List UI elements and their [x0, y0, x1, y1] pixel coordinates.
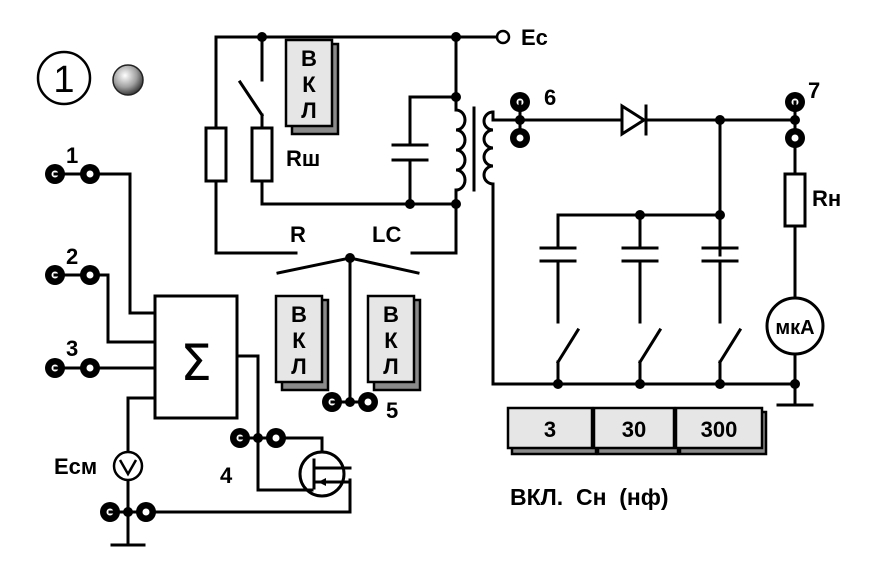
junction-nodes-output: [553, 115, 800, 389]
terminal-3-label: 3: [66, 336, 78, 361]
terminal-1-jack[interactable]: [45, 164, 100, 184]
capacitor-caption: ВКЛ. Cн (нф): [510, 484, 669, 510]
svg-text:Л: Л: [383, 354, 398, 379]
lc-enable-button[interactable]: В К Л: [366, 294, 422, 392]
capacitor-3nf: [539, 246, 577, 263]
inductor-secondary: [482, 110, 495, 186]
svg-text:К: К: [292, 328, 306, 353]
indicator-lamp-icon: [112, 64, 144, 96]
resistor-rsh: [250, 126, 274, 183]
svg-text:Σ: Σ: [180, 334, 212, 392]
svg-text:В: В: [383, 302, 399, 327]
terminal-5-label: 5: [386, 398, 398, 423]
svg-text:К: К: [384, 328, 398, 353]
svg-text:К: К: [302, 72, 316, 97]
cap-button-300[interactable]: 300: [674, 406, 768, 456]
rsh-label: Rш: [286, 146, 320, 171]
terminal-3-jack[interactable]: [45, 358, 100, 378]
terminal-6-label: 6: [544, 85, 556, 110]
resistor-rn: [783, 172, 807, 228]
capacitor-30nf: [621, 246, 659, 263]
capacitor-tank: [391, 143, 429, 162]
svg-text:300: 300: [701, 417, 738, 442]
svg-text:В: В: [291, 302, 307, 327]
cap-button-30[interactable]: 30: [592, 406, 680, 456]
r-label: R: [290, 222, 306, 247]
terminal-2-jack[interactable]: [45, 265, 100, 285]
rn-label: Rн: [812, 186, 841, 211]
cap-switch-blades: [555, 327, 743, 365]
resistor-r: [204, 126, 228, 183]
svg-text:30: 30: [622, 417, 646, 442]
shunt-switch-blade: [237, 79, 265, 118]
ground-terminal-jack[interactable]: [100, 502, 156, 522]
fet-transistor-icon: [298, 450, 352, 498]
terminal-4-label: 4: [220, 463, 233, 488]
terminal-4-jack[interactable]: [230, 428, 286, 448]
input-wires: [92, 172, 352, 547]
supply-label: Ec: [521, 25, 548, 50]
svg-text:мкА: мкА: [775, 317, 814, 339]
terminal-2-label: 2: [66, 244, 78, 269]
terminal-6-jack[interactable]: [510, 92, 530, 148]
shunt-enable-button[interactable]: В К Л: [284, 38, 340, 136]
cap-button-3[interactable]: 3: [506, 406, 598, 456]
terminal-7-label: 7: [808, 78, 820, 103]
svg-text:Л: Л: [301, 98, 316, 123]
indicator-number-circle: 1: [36, 50, 92, 106]
svg-text:3: 3: [544, 417, 556, 442]
summer-block: Σ: [153, 294, 239, 420]
r-lc-selector-switch: [276, 256, 420, 402]
terminal-5-jack[interactable]: [322, 392, 378, 412]
supply-terminal[interactable]: [495, 29, 511, 45]
capacitor-300nf: [701, 246, 739, 263]
bias-source-icon: [112, 450, 144, 482]
svg-text:В: В: [301, 46, 317, 71]
r-enable-button[interactable]: В К Л: [274, 294, 330, 392]
lc-label: LC: [372, 222, 401, 247]
svg-text:Л: Л: [291, 354, 306, 379]
esm-label: Eсм: [54, 454, 97, 479]
terminal-7-jack[interactable]: [785, 92, 805, 148]
microammeter-icon: мкА: [765, 296, 825, 356]
terminal-1-label: 1: [66, 143, 78, 168]
inductor-primary: [454, 108, 467, 192]
svg-text:1: 1: [53, 59, 74, 101]
diode-icon: [620, 103, 648, 137]
